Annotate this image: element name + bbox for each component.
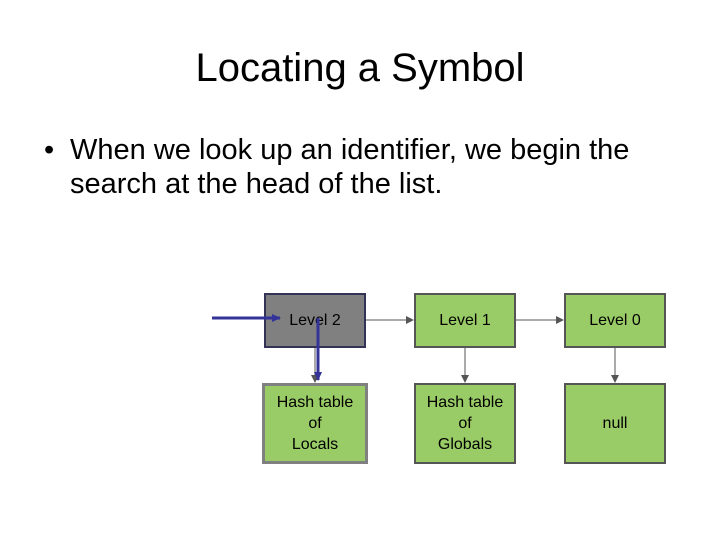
hash-table-locals-box: Hash table of Locals [262, 383, 368, 464]
hash-table-globals-box: Hash table of Globals [414, 383, 516, 464]
bullet-marker: • [44, 134, 55, 166]
slide-title: Locating a Symbol [195, 46, 525, 90]
level-0-box: Level 0 [564, 293, 666, 348]
null-box: null [564, 383, 666, 464]
level-1-box: Level 1 [414, 293, 516, 348]
level-2-box: Level 2 [264, 293, 366, 348]
bullet-text: When we look up an identifier, we begin … [70, 134, 630, 200]
